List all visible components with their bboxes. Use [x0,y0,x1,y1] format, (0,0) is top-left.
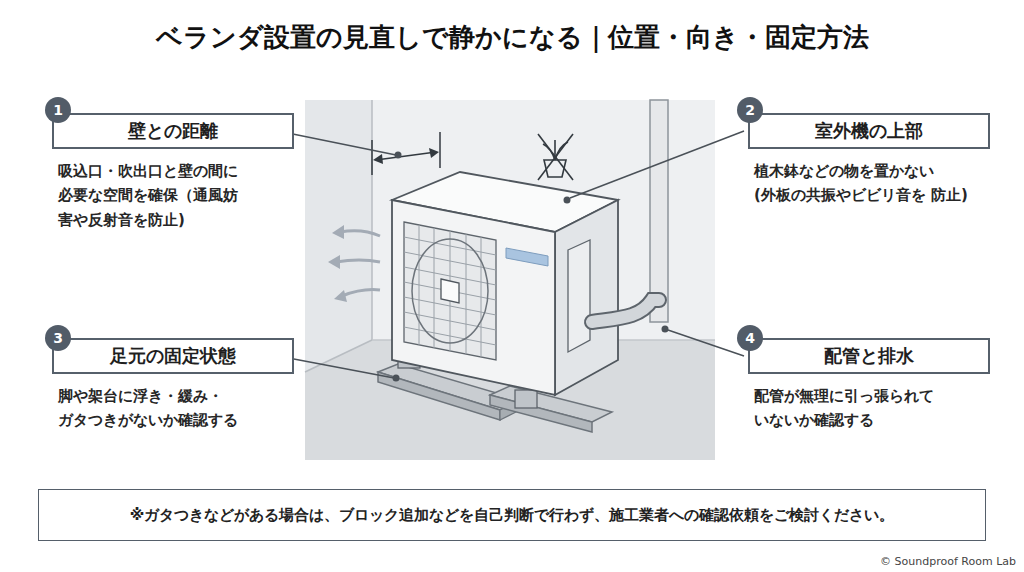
callout-heading: 足元の固定状態 [54,340,292,372]
unit-side [555,200,618,395]
callout-body: 配管が無理に引っ張られて いないか確認する [754,384,1004,433]
note-text: ※ガタつきなどがある場合は、ブロック追加などを自己判断で行わず、施工業者への確認… [130,505,895,526]
callout-box: 足元の固定状態脚や架台に浮き・緩み・ ガタつきがないか確認する [52,338,294,374]
dimension-heads [373,148,439,164]
grille-lines [404,225,496,357]
unit-front [392,200,555,395]
callout-heading: 壁との距離 [54,115,292,147]
wall-edge [371,100,373,340]
dimension [372,132,440,175]
callout-body: 脚や架台に浮き・緩み・ ガタつきがないか確認する [58,384,308,433]
callout-box: 配管と排水配管が無理に引っ張られて いないか確認する [748,338,990,374]
callout-number: 2 [737,97,763,123]
callout-heading: 室外機の上部 [750,115,988,147]
note-box: ※ガタつきなどがある場合は、ブロック追加などを自己判断で行わず、施工業者への確認… [38,489,986,541]
service-panel [568,240,590,352]
drain-pipe [650,100,668,322]
callout-box: 壁との距離吸込口・吹出口と壁の間に 必要な空間を確保（通風妨 害や反射音を防止) [52,113,294,149]
title: ベランダ設置の見直しで静かになる｜位置・向き・固定方法 [0,20,1024,55]
airflow-arrows [336,231,380,296]
callout-number: 1 [45,97,71,123]
fan [412,239,488,343]
wall [305,100,715,460]
pipe [592,300,659,322]
pipe [592,300,659,322]
airflow-heads [328,225,347,302]
fan-grille [404,222,496,360]
callout-body: 植木鉢などの物を置かない (外板の共振やビビリ音を 防止) [754,159,1004,208]
fan-hub [441,279,459,303]
leader-dots [393,152,669,382]
copyright: © Soundproof Room Lab [880,555,1016,568]
plant-icon [538,134,573,180]
callout-number: 3 [45,325,71,351]
label-strip [506,248,548,266]
stand-rail [490,395,592,432]
foot-bracket [515,390,537,408]
leader-lines [278,131,744,378]
callout-body: 吸込口・吹出口と壁の間に 必要な空間を確保（通風妨 害や反射音を防止) [58,159,308,232]
callout-heading: 配管と排水 [750,340,988,372]
callout-number: 4 [737,325,763,351]
callout-box: 室外機の上部植木鉢などの物を置かない (外板の共振やビビリ音を 防止) [748,113,990,149]
side-wall [305,100,372,372]
